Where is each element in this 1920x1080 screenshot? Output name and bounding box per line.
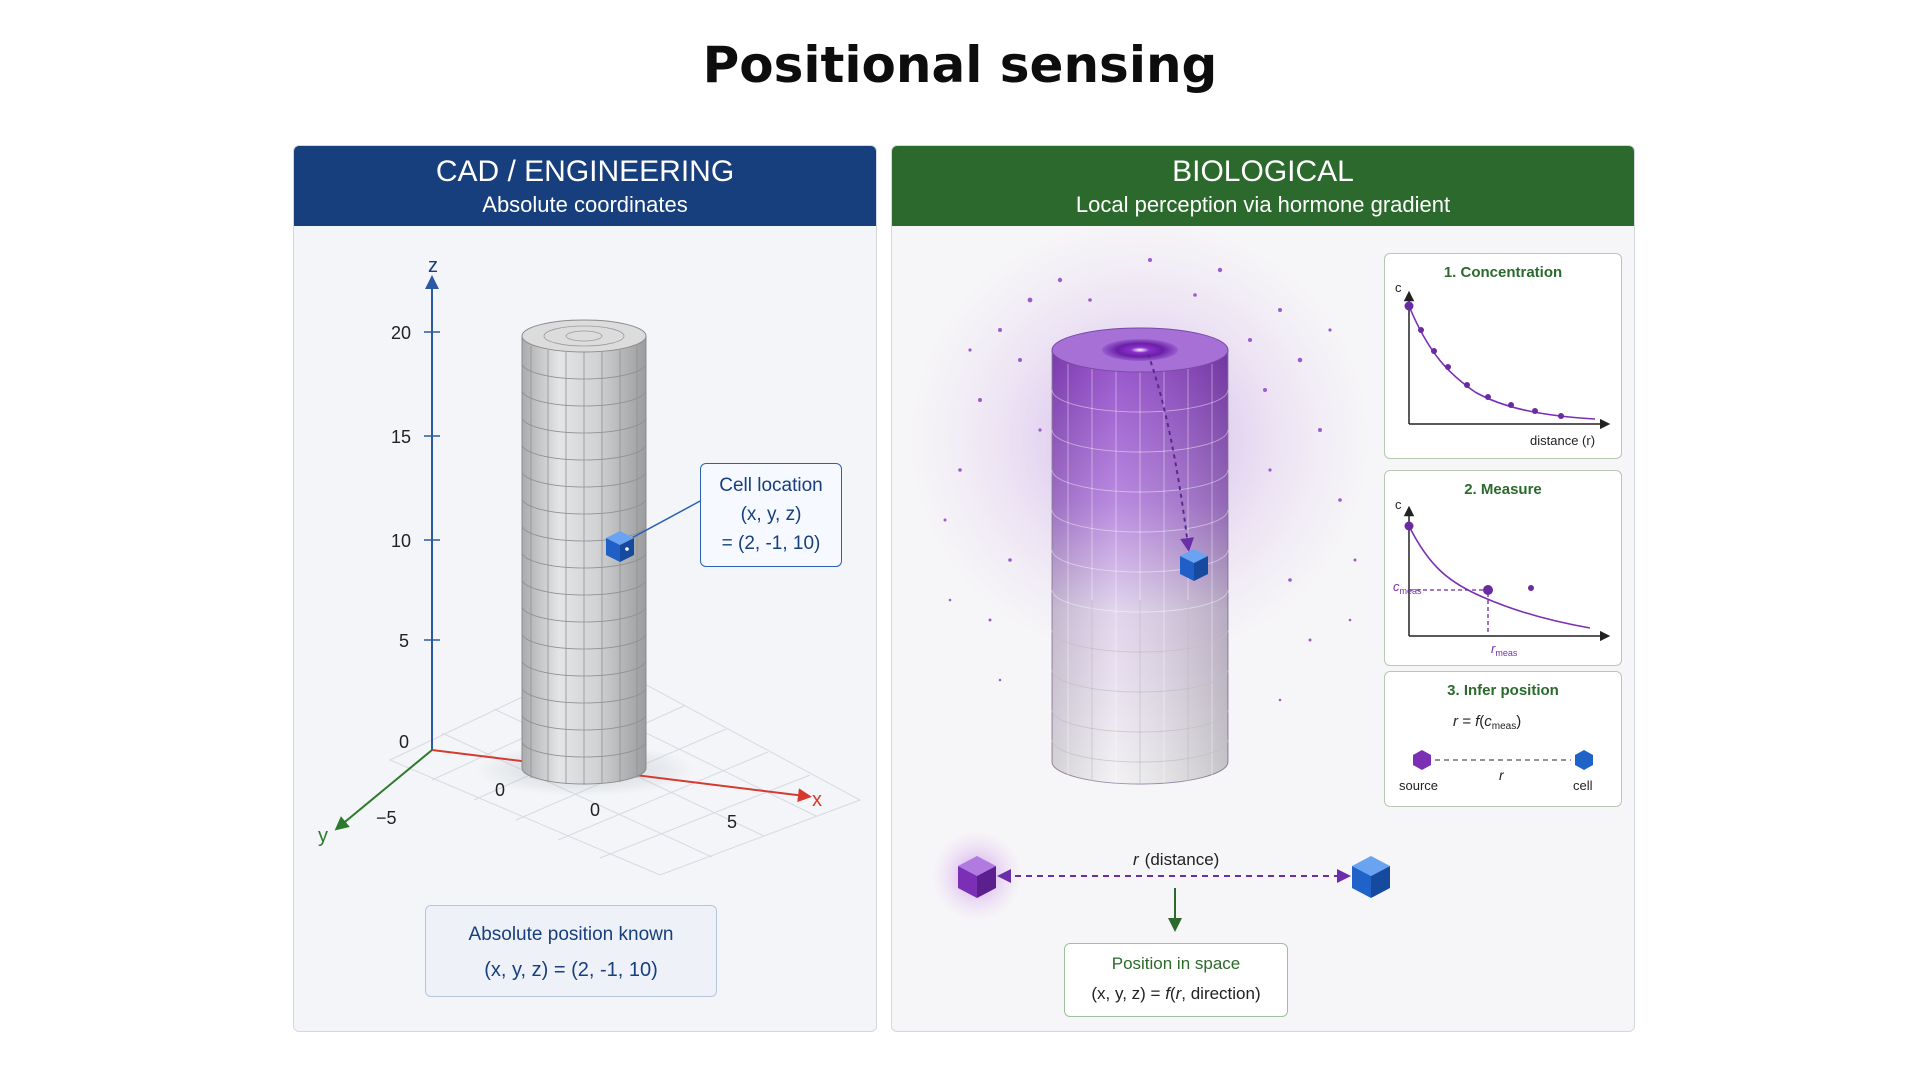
infer-formula: r = f(cmeas) (1453, 713, 1521, 732)
cad-cell-cube (606, 531, 634, 562)
r-meas-label: rmeas (1491, 641, 1518, 658)
target-cell-cube (1352, 856, 1390, 898)
cad-panel-header: CAD / ENGINEERING Absolute coordinates (294, 146, 876, 226)
step2-title: 2. Measure (1464, 481, 1542, 498)
z-tick-10: 10 (391, 531, 411, 551)
position-in-space-box: Position in space (x, y, z) = f(r, direc… (1064, 943, 1288, 1017)
step1-y-label: c (1395, 280, 1402, 295)
cell-location-callout: Cell location (x, y, z) = (2, -1, 10) (700, 463, 842, 567)
cell-callout-line2: (x, y, z) (740, 504, 802, 525)
c-meas-label: cmeas (1393, 579, 1422, 596)
x-tick-0: 0 (590, 800, 600, 820)
bio-panel-subtitle: Local perception via hormone gradient (1075, 192, 1451, 217)
y-axis-label: y (318, 825, 328, 847)
y-axis (334, 749, 433, 831)
z-tick-5: 5 (399, 631, 409, 651)
cell-label: cell (1573, 778, 1593, 793)
step2-y-label: c (1395, 497, 1402, 512)
cad-panel-title: CAD / ENGINEERING (435, 155, 735, 188)
measure-chart: c cmeas rmeas (1393, 497, 1611, 658)
position-heading: Position in space (1111, 954, 1241, 973)
step-concentration: 1. Concentration c distance (r) (1384, 253, 1622, 459)
absolute-position-box: Absolute position known (x, y, z) = (2, … (425, 905, 717, 997)
z-tick-0: 0 (399, 732, 409, 752)
bio-panel-header: BIOLOGICAL Local perception via hormone … (892, 146, 1634, 226)
position-formula: (x, y, z) = f(r, direction) (1091, 984, 1261, 1003)
x-axis-label: x (812, 789, 822, 811)
absolute-position-value: (x, y, z) = (2, -1, 10) (484, 959, 658, 981)
z-tick-15: 15 (391, 427, 411, 447)
step1-title: 1. Concentration (1443, 264, 1563, 281)
bio-cell-cube (1180, 549, 1208, 581)
infer-diagram: r = f(cmeas) source cell r (1399, 713, 1593, 793)
page-title: Positional sensing (702, 36, 1218, 94)
concentration-chart: c distance (r) (1395, 280, 1611, 448)
bio-panel-title: BIOLOGICAL (1172, 155, 1354, 188)
absolute-position-heading: Absolute position known (468, 924, 674, 945)
step-measure: 2. Measure c cmeas rmeas (1384, 470, 1622, 666)
cell-callout-leader (627, 499, 703, 541)
y-tick-0: 0 (495, 780, 505, 800)
step-infer-position: 3. Infer position r = f(cmeas) source ce… (1384, 671, 1622, 807)
z-tick-20: 20 (391, 323, 411, 343)
step1-x-label: distance (r) (1530, 433, 1595, 448)
infer-r-label: r (1499, 767, 1505, 783)
gradient-path (1147, 353, 1195, 552)
hormone-particles (943, 258, 1357, 702)
bio-cylinder (1051, 327, 1229, 785)
distance-label: r(distance) (1133, 850, 1219, 869)
cad-panel-subtitle: Absolute coordinates (482, 192, 688, 217)
cad-cylinder (521, 319, 647, 785)
source-cube (958, 856, 996, 898)
y-tick-minus5: −5 (376, 808, 397, 828)
source-label: source (1399, 778, 1438, 793)
z-axis-label: z (428, 255, 438, 277)
x-tick-5: 5 (727, 812, 737, 832)
cell-callout-line1: Cell location (719, 475, 823, 496)
step3-title: 3. Infer position (1447, 682, 1559, 699)
cell-callout-line3: = (2, -1, 10) (721, 533, 821, 554)
